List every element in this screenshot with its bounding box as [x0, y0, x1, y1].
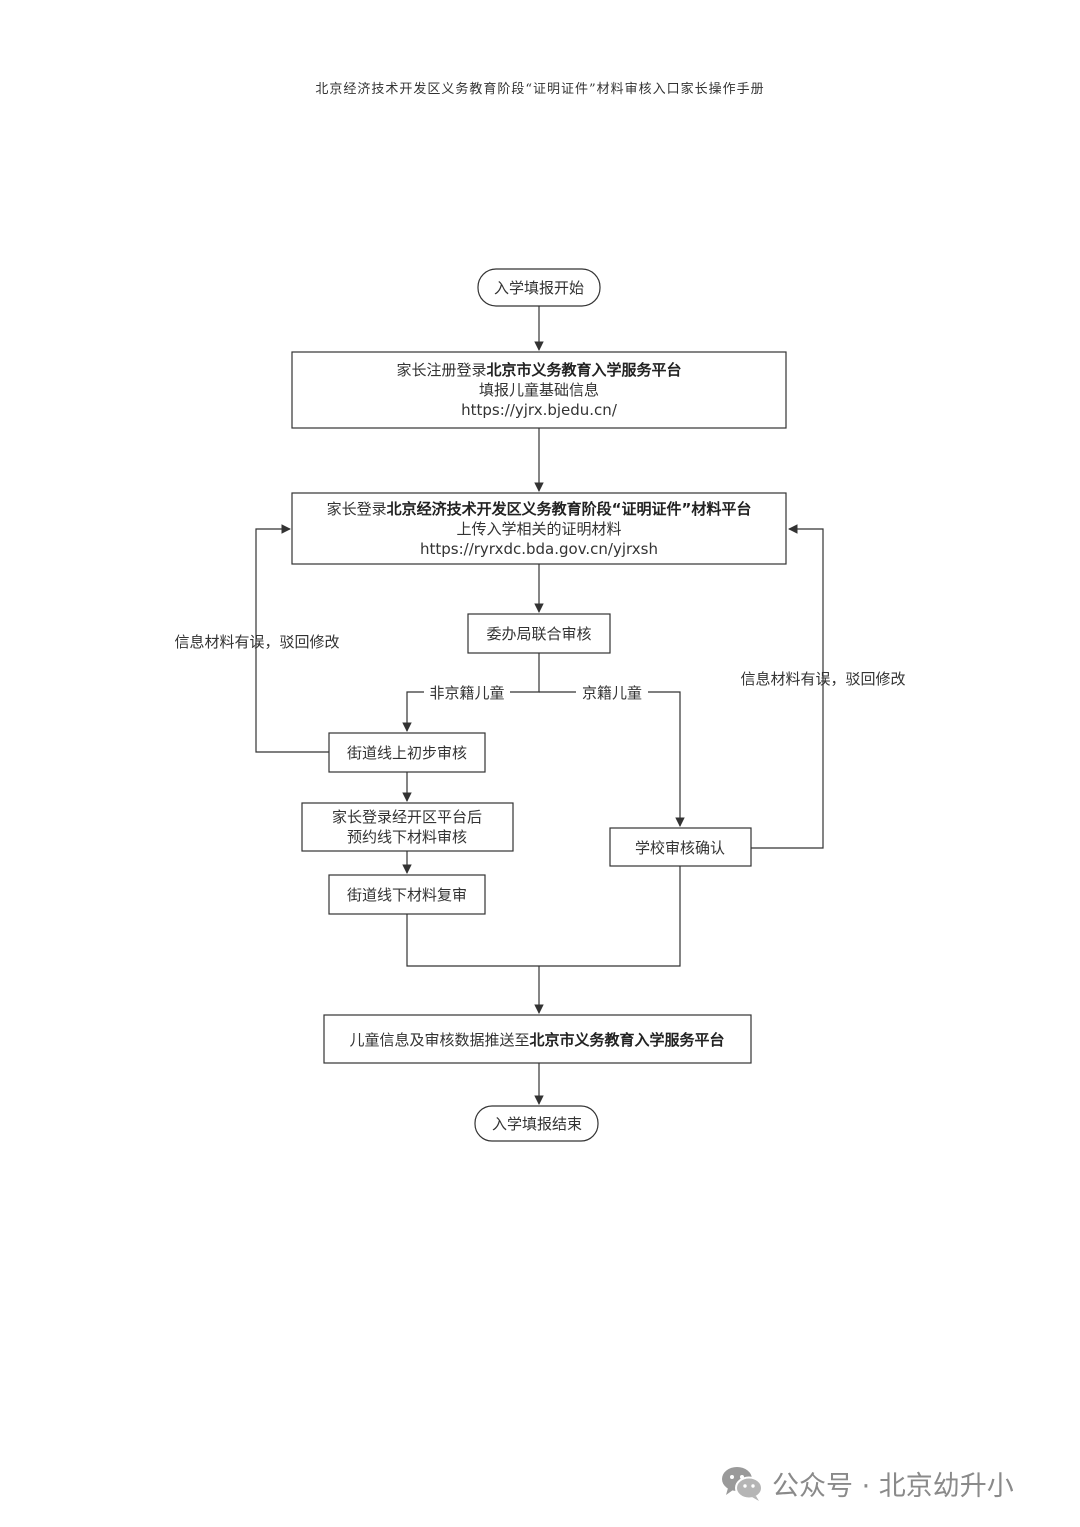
- wechat-icon: [722, 1467, 763, 1501]
- upload-node: [291, 492, 787, 565]
- edge-reject-right: [751, 524, 824, 849]
- watermark-text: 公众号 · 北京幼升小: [772, 1470, 1014, 1502]
- edge-label-non-beijing: 非京籍儿童: [429, 684, 504, 702]
- book-offline-line2: 预约线下材料审核: [347, 828, 467, 846]
- edge-label-reject-right: 信息材料有误，驳回修改: [740, 670, 905, 688]
- start-node: [477, 268, 601, 307]
- book-offline-line1: 家长登录经开区平台后: [332, 808, 482, 826]
- edge-reject-left: [255, 524, 329, 753]
- push-label: 儿童信息及审核数据推送至北京市义务教育入学服务平台: [349, 1031, 724, 1049]
- street-online-label: 街道线上初步审核: [347, 744, 467, 762]
- push-node: [323, 1014, 752, 1064]
- register-line1: 家长注册登录北京市义务教育入学服务平台: [396, 361, 681, 379]
- upload-line1: 家长登录北京经济技术开发区义务教育阶段“证明证件”材料平台: [327, 500, 752, 518]
- book-offline-node: [301, 802, 514, 852]
- register-url: https://yjrx.bjedu.cn/: [461, 401, 618, 419]
- joint-review-label: 委办局联合审核: [486, 625, 591, 643]
- joint-review-node: [467, 613, 611, 654]
- end-label: 入学填报结束: [492, 1115, 582, 1133]
- edge-label-reject-left: 信息材料有误，驳回修改: [174, 633, 339, 651]
- upload-line2: 上传入学相关的证明材料: [456, 520, 621, 538]
- upload-url: https://ryrxdc.bda.gov.cn/yjrxsh: [420, 540, 658, 558]
- document-header: 北京经济技术开发区义务教育阶段“证明证件”材料审核入口家长操作手册: [315, 82, 765, 97]
- school-confirm-label: 学校审核确认: [635, 839, 725, 857]
- street-online-node: [328, 732, 486, 773]
- watermark: 公众号 · 北京幼升小: [720, 1463, 1014, 1503]
- street-offline-label: 街道线下材料复审: [347, 886, 467, 904]
- edge-joint-to-school: [539, 691, 685, 827]
- school-confirm-node: [609, 827, 752, 867]
- end-node: [474, 1105, 599, 1142]
- edge-street-offline-to-merge: [406, 866, 681, 967]
- edge-label-beijing: 京籍儿童: [582, 684, 642, 702]
- start-label: 入学填报开始: [494, 279, 584, 297]
- register-line2: 填报儿童基础信息: [479, 381, 599, 399]
- register-node: [291, 351, 787, 429]
- street-offline-node: [328, 874, 486, 915]
